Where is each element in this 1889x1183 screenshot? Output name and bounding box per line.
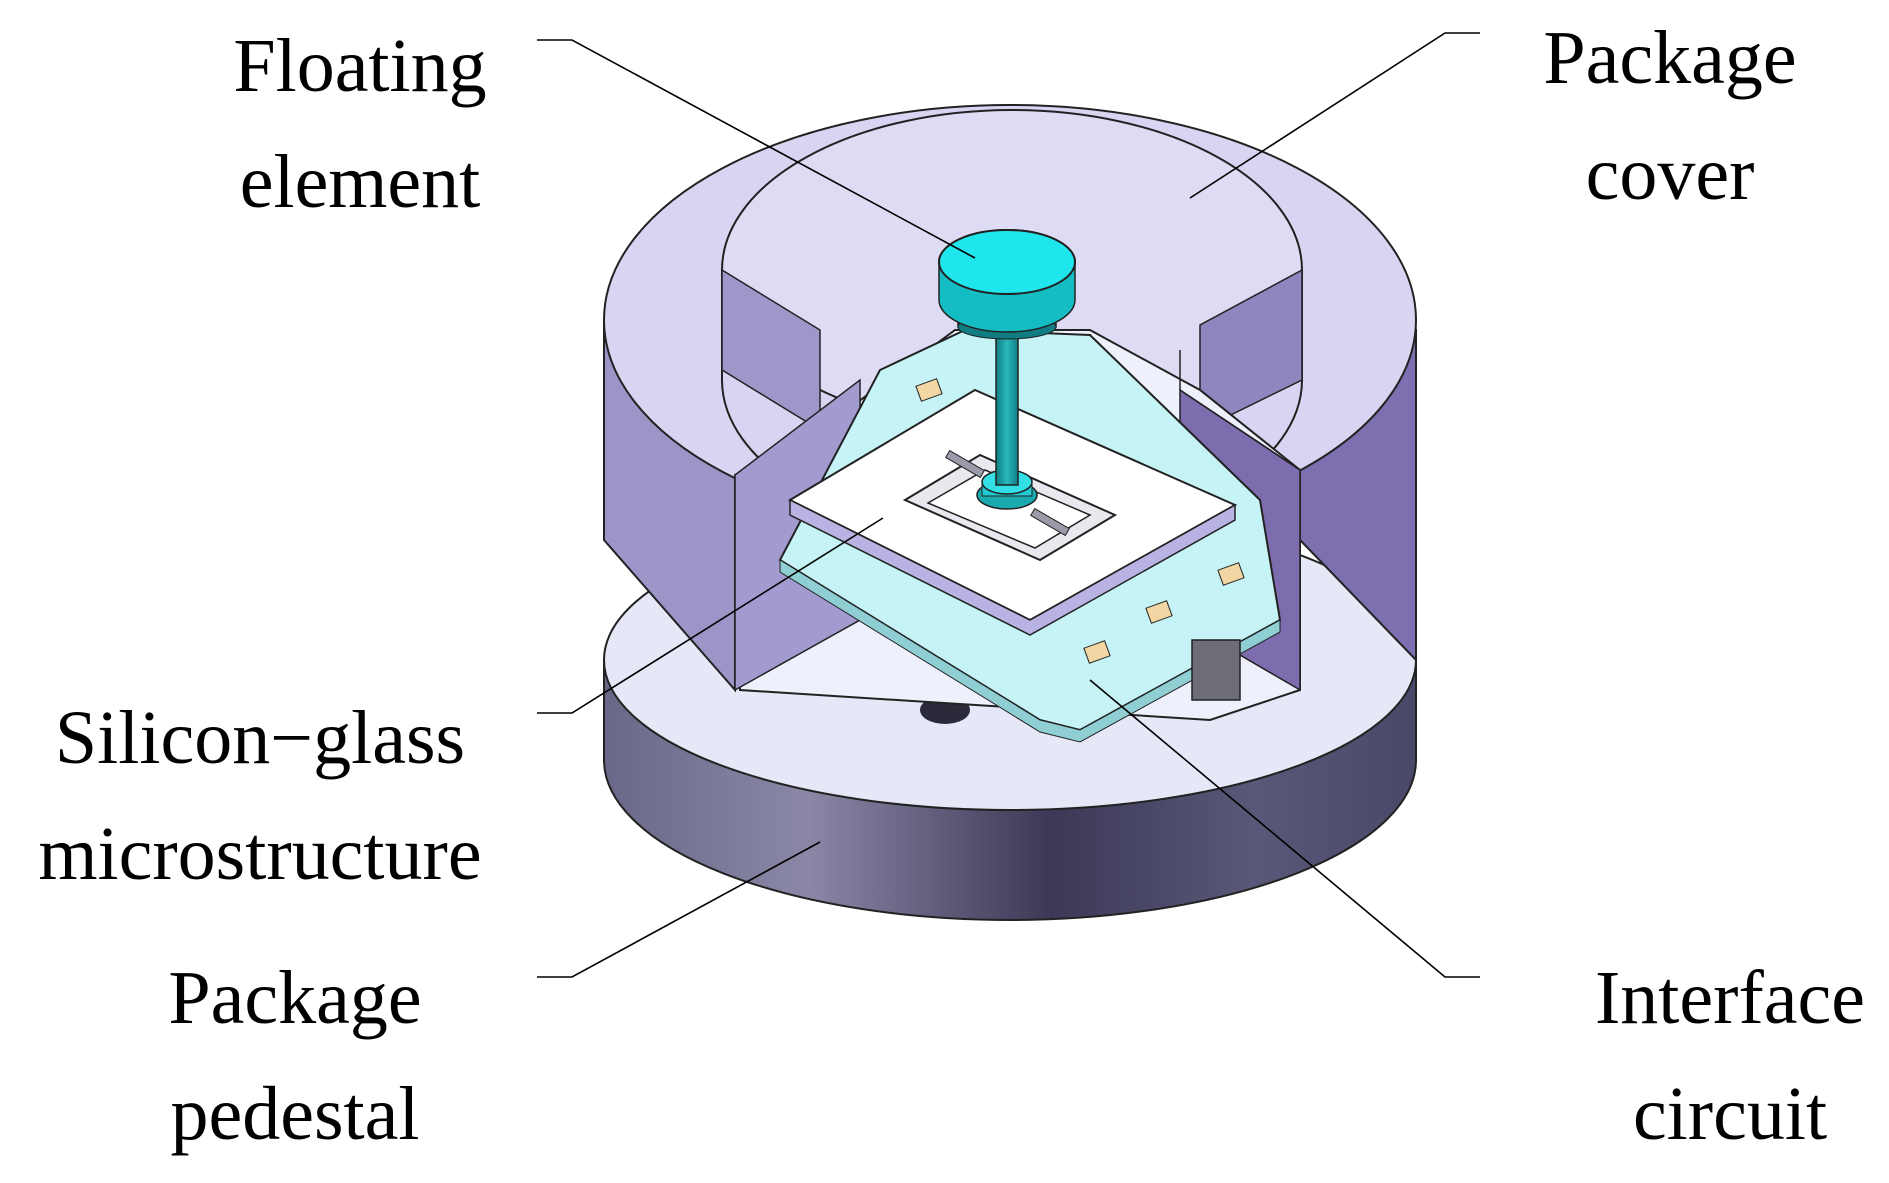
leader-package-pedestal: [537, 841, 821, 978]
label-silicon-glass-line2: microstructure: [38, 812, 482, 896]
label-floating-element-line2: element: [239, 140, 481, 224]
label-floating-element-line1: Floating: [233, 24, 487, 108]
label-package-cover-line2: cover: [1585, 132, 1755, 216]
label-package-pedestal: Package pedestal: [145, 940, 445, 1172]
leader-interface-circuit: [1089, 679, 1480, 978]
label-floating-element: Floating element: [210, 8, 510, 240]
label-silicon-glass-line1: Silicon−glass: [54, 696, 466, 780]
label-silicon-glass-microstructure: Silicon−glass microstructure: [10, 680, 510, 912]
leader-package-cover: [1189, 32, 1480, 199]
floating-element: [938, 229, 1076, 510]
leader-silicon-glass: [537, 517, 884, 714]
label-interface-circuit-line1: Interface: [1595, 956, 1865, 1040]
leader-lines: [537, 32, 1480, 978]
leader-floating-element: [537, 39, 976, 259]
label-interface-circuit: Interface circuit: [1580, 940, 1880, 1172]
label-package-pedestal-line1: Package: [168, 956, 422, 1040]
label-package-pedestal-line2: pedestal: [170, 1072, 420, 1156]
connector-block: [1191, 639, 1241, 701]
label-package-cover: Package cover: [1520, 0, 1820, 232]
label-interface-circuit-line2: circuit: [1632, 1072, 1828, 1156]
label-package-cover-line1: Package: [1543, 16, 1797, 100]
